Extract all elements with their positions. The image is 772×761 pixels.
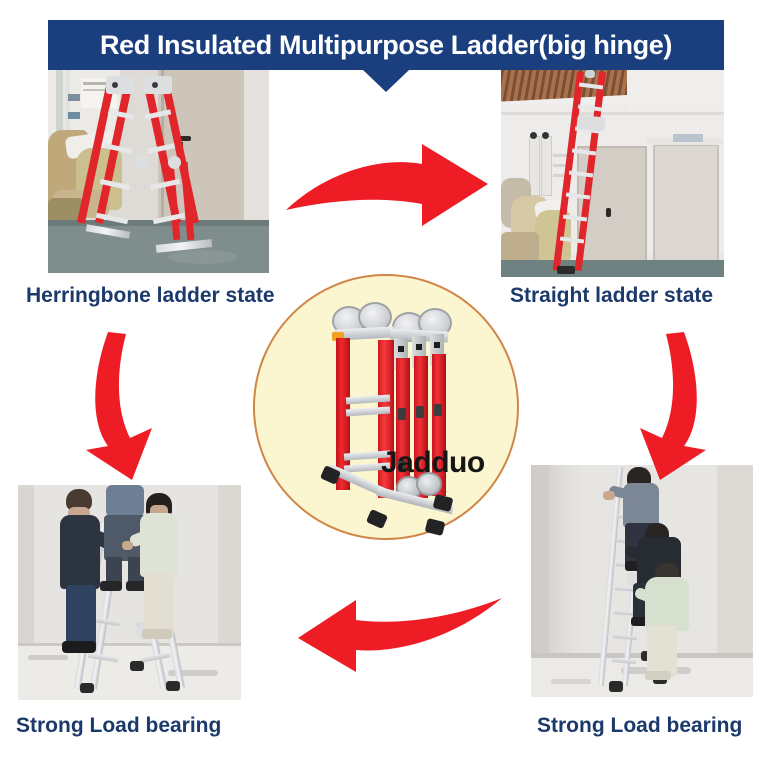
- photo-load-bearing-a-frame: [18, 485, 241, 700]
- caption-load-bearing-left: Strong Load bearing: [16, 714, 222, 737]
- photo-straight-ladder: [501, 70, 724, 277]
- title-banner: Red Insulated Multipurpose Ladder(big hi…: [48, 20, 724, 92]
- arrow-left-down: [86, 332, 152, 480]
- banner-notch-triangle: [363, 70, 409, 92]
- caption-load-bearing-right: Strong Load bearing: [537, 714, 743, 737]
- page-title: Red Insulated Multipurpose Ladder(big hi…: [100, 29, 672, 60]
- title-banner-bar: Red Insulated Multipurpose Ladder(big hi…: [48, 20, 724, 70]
- arrow-bottom-left: [298, 598, 502, 672]
- caption-straight-ladder: Straight ladder state: [510, 284, 714, 307]
- arrow-right-down: [640, 332, 706, 480]
- brand-name: Jadduo: [381, 446, 485, 479]
- folded-ladder-product-image: [319, 300, 460, 536]
- photo-herringbone-ladder: [48, 70, 269, 273]
- arrow-top-right: [286, 144, 488, 226]
- caption-herringbone-ladder: Herringbone ladder state: [26, 284, 275, 307]
- photo-load-bearing-straight: [531, 465, 753, 697]
